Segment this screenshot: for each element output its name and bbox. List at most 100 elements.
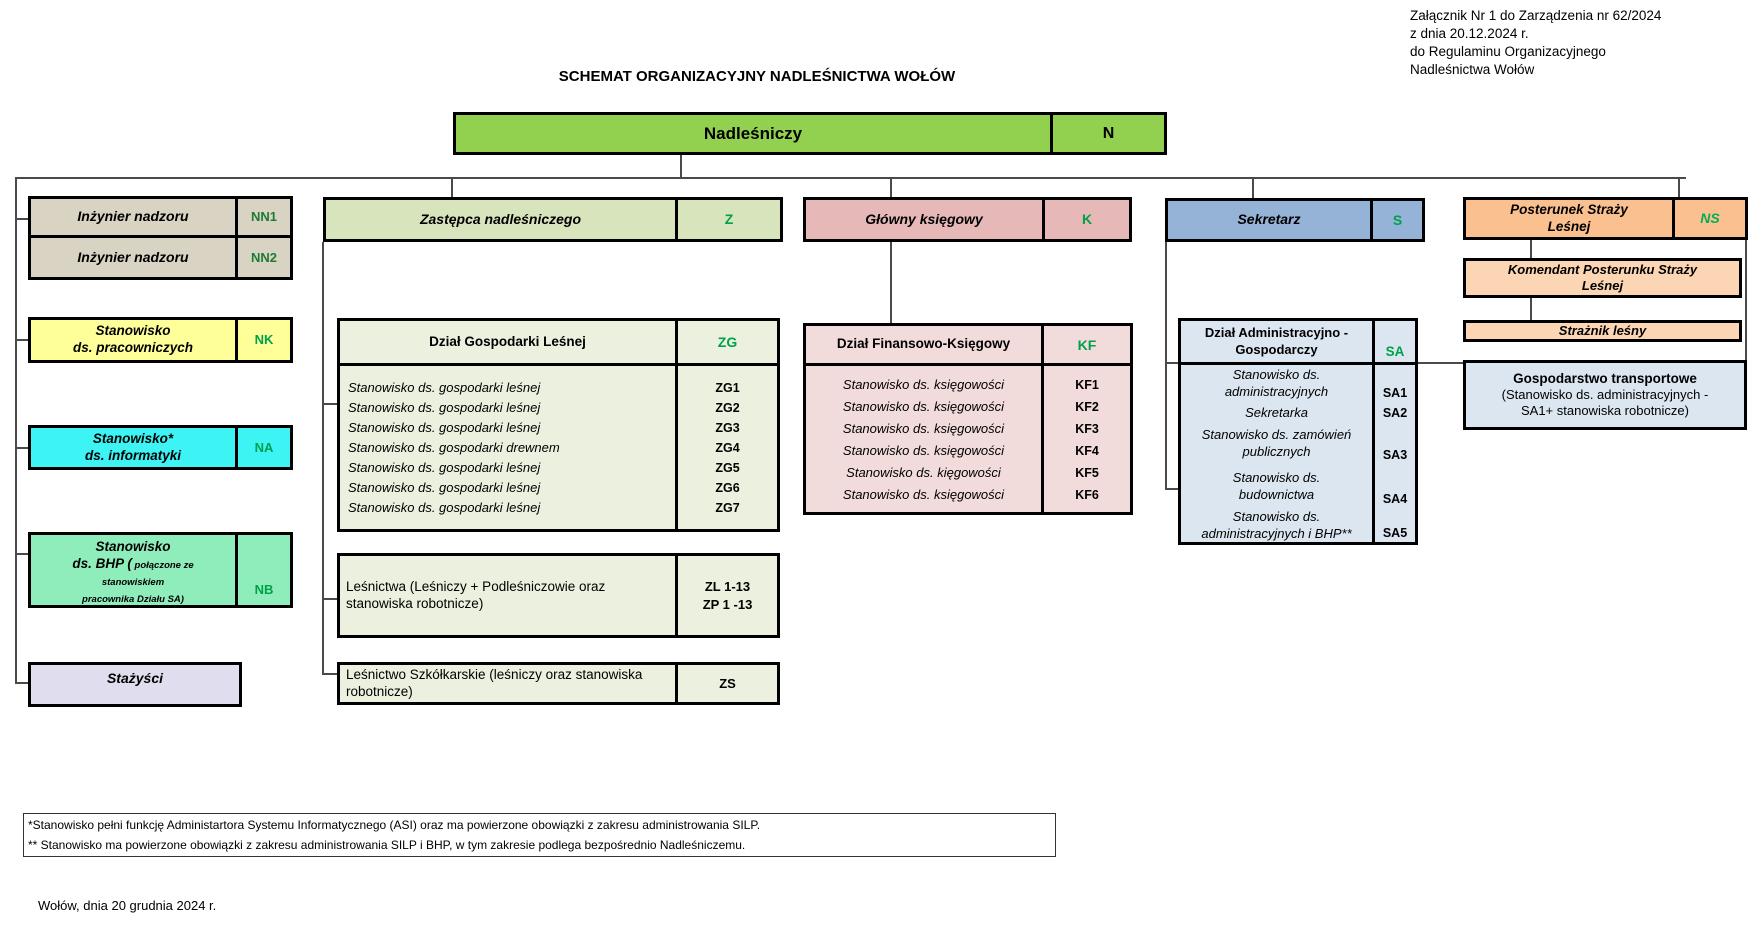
box-code: ZS — [675, 665, 777, 702]
box-label: Strażnik leśny — [1558, 322, 1647, 338]
connector-line — [322, 403, 337, 405]
connector-line — [1678, 177, 1680, 197]
box-lesnictwo-szkolkarskie: Leśnictwo Szkółkarskie (leśniczy oraz st… — [337, 662, 780, 705]
kf-row: Stanowisko ds. księgowości KF3 — [806, 418, 1130, 440]
box-label: Inżynier nadzoru — [77, 208, 189, 225]
row-code: KF6 — [1041, 484, 1130, 506]
row-label: Sekretarka — [1245, 404, 1308, 420]
dept-header-label: Dział Finansowo-Księgowy — [836, 336, 1011, 352]
transport-subtitle: (Stanowisko ds. administracyjnych - SA1+… — [1501, 387, 1709, 418]
connector-line — [15, 553, 28, 555]
row-code: KF1 — [1041, 374, 1130, 396]
connector-line — [1745, 240, 1747, 360]
box-nadlesniczy-code: N — [1050, 115, 1164, 152]
box-code: NN2 — [235, 238, 290, 277]
box-label: Stażyści — [106, 670, 164, 686]
row-label: Stanowisko ds. gospodarki leśnej — [348, 399, 541, 415]
box-label: Inżynier nadzoru — [77, 248, 189, 265]
annotation-line: Nadleśnictwa Wołów — [1410, 62, 1535, 77]
connector-line — [1165, 242, 1167, 490]
page-title: SCHEMAT ORGANIZACYJNY NADLEŚNICTWA WOŁÓW — [558, 68, 956, 85]
kf-row: Stanowisko ds. księgowości KF6 — [806, 484, 1130, 506]
kf-row: Stanowisko ds. księgowości KF1 — [806, 374, 1130, 396]
row-label: Stanowisko ds. księgowości — [842, 376, 1005, 392]
row-code: KF5 — [1041, 462, 1130, 484]
zg-row: Stanowisko ds. gospodarki leśnej ZG7 — [340, 498, 777, 518]
zg-row: Stanowisko ds. gospodarki leśnej ZG3 — [340, 418, 777, 438]
row-label: Stanowisko ds. gospodarki leśnej — [348, 499, 541, 515]
connector-line — [322, 598, 337, 600]
connector-line — [1252, 177, 1254, 198]
box-code: K — [1042, 200, 1129, 239]
row-label: Stanowisko ds. księgowości — [842, 486, 1005, 502]
dept-header-code: SA — [1372, 321, 1415, 362]
box-label: Leśnictwo Szkółkarskie (leśniczy oraz st… — [346, 666, 643, 699]
kf-row: Stanowisko ds. księgowości KF2 — [806, 396, 1130, 418]
row-label: Stanowisko ds. gospodarki leśnej — [348, 419, 541, 435]
dept-gospodarki-lesnej: Dział Gospodarki Leśnej ZG Stanowisko ds… — [337, 318, 780, 532]
row-code: ZG2 — [675, 398, 777, 418]
footnote-line-2: ** Stanowisko ma powierzone obowiązki z … — [28, 838, 746, 852]
dept-administracyjno-gospodarczy: Dział Administracyjno - Gospodarczy SA S… — [1178, 318, 1418, 545]
row-code: KF3 — [1041, 418, 1130, 440]
sa-row: Stanowisko ds. zamówień publicznych SA3 — [1181, 423, 1415, 465]
box-code: NA — [235, 428, 290, 467]
dept-header-code: ZG — [675, 321, 777, 363]
connector-line — [15, 177, 1686, 179]
connector-line — [1165, 488, 1178, 490]
annotation-line: z dnia 20.12.2024 r. — [1410, 26, 1529, 41]
row-code: ZG5 — [675, 458, 777, 478]
connector-line — [451, 177, 453, 197]
zg-row: Stanowisko ds. gospodarki leśnej ZG1 — [340, 378, 777, 398]
box-label: Posterunek Straży Leśnej — [1510, 201, 1628, 234]
box-gospodarstwo-transportowe: Gospodarstwo transportowe(Stanowisko ds.… — [1463, 360, 1747, 430]
row-code: SA3 — [1372, 423, 1415, 465]
box-code: ZL 1-13 ZP 1 -13 — [675, 556, 777, 635]
box-glowny-ksiegowy: Główny księgowy K — [803, 197, 1132, 242]
row-code: ZG1 — [675, 378, 777, 398]
annotation-line: Załącznik Nr 1 do Zarządzenia nr 62/2024 — [1410, 8, 1662, 23]
document-annotation: Załącznik Nr 1 do Zarządzenia nr 62/2024… — [1410, 7, 1661, 79]
annotation-line: do Regulaminu Organizacyjnego — [1410, 44, 1606, 59]
row-label: Stanowisko ds. gospodarki leśnej — [348, 479, 541, 495]
box-code: NB — [235, 535, 290, 605]
row-label: Stanowisko ds. administracyjnych — [1224, 367, 1329, 399]
box-code: S — [1370, 201, 1422, 239]
kf-row: Stanowisko ds. kięgowości KF5 — [806, 462, 1130, 484]
row-code: KF2 — [1041, 396, 1130, 418]
dept-header-label: Dział Gospodarki Leśnej — [429, 333, 586, 349]
row-code: ZG3 — [675, 418, 777, 438]
row-code: SA4 — [1372, 465, 1415, 509]
row-label: Stanowisko ds. księgowości — [842, 398, 1005, 414]
bhp-label-small: połączone ze stanowiskiem pracownika Dzi… — [82, 559, 194, 605]
connector-line — [15, 682, 28, 684]
row-code: KF4 — [1041, 440, 1130, 462]
row-label: Stanowisko ds. gospodarki leśnej — [348, 379, 541, 395]
connector-line — [680, 152, 682, 177]
box-label: Gospodarstwo transportowe(Stanowisko ds.… — [1466, 363, 1744, 427]
row-label: Stanowisko ds. księgowości — [842, 420, 1005, 436]
row-label: Stanowisko ds. gospodarki leśnej — [348, 459, 541, 475]
box-nadlesniczy: Nadleśniczy N — [453, 112, 1167, 155]
connector-line — [1530, 298, 1532, 320]
row-label: Stanowisko ds. zamówień publicznych — [1201, 427, 1352, 459]
zg-row: Stanowisko ds. gospodarki leśnej ZG2 — [340, 398, 777, 418]
box-inzynier-nadzoru-1: Inżynier nadzoru NN1 — [28, 196, 293, 238]
box-straznik-lesny: Strażnik leśny — [1463, 320, 1742, 342]
footnote-box: *Stanowisko pełni funkcję Administartora… — [23, 813, 1056, 857]
box-label: Sekretarz — [1237, 211, 1301, 228]
dept-header-label: Dział Administracyjno - Gospodarczy — [1204, 325, 1349, 357]
row-code: ZG7 — [675, 498, 777, 518]
connector-line — [15, 218, 28, 220]
box-stanowisko-informatyki: Stanowisko* ds. informatyki NA — [28, 425, 293, 470]
box-code: NN1 — [235, 199, 290, 235]
box-label: Stanowisko* ds. informatyki — [84, 430, 182, 463]
sa-row: Stanowisko ds. administracyjnych i BHP**… — [1181, 509, 1415, 543]
connector-line — [890, 177, 892, 197]
row-label: Stanowisko ds. kięgowości — [846, 464, 1001, 480]
box-nadlesniczy-label: Nadleśniczy — [703, 123, 803, 143]
